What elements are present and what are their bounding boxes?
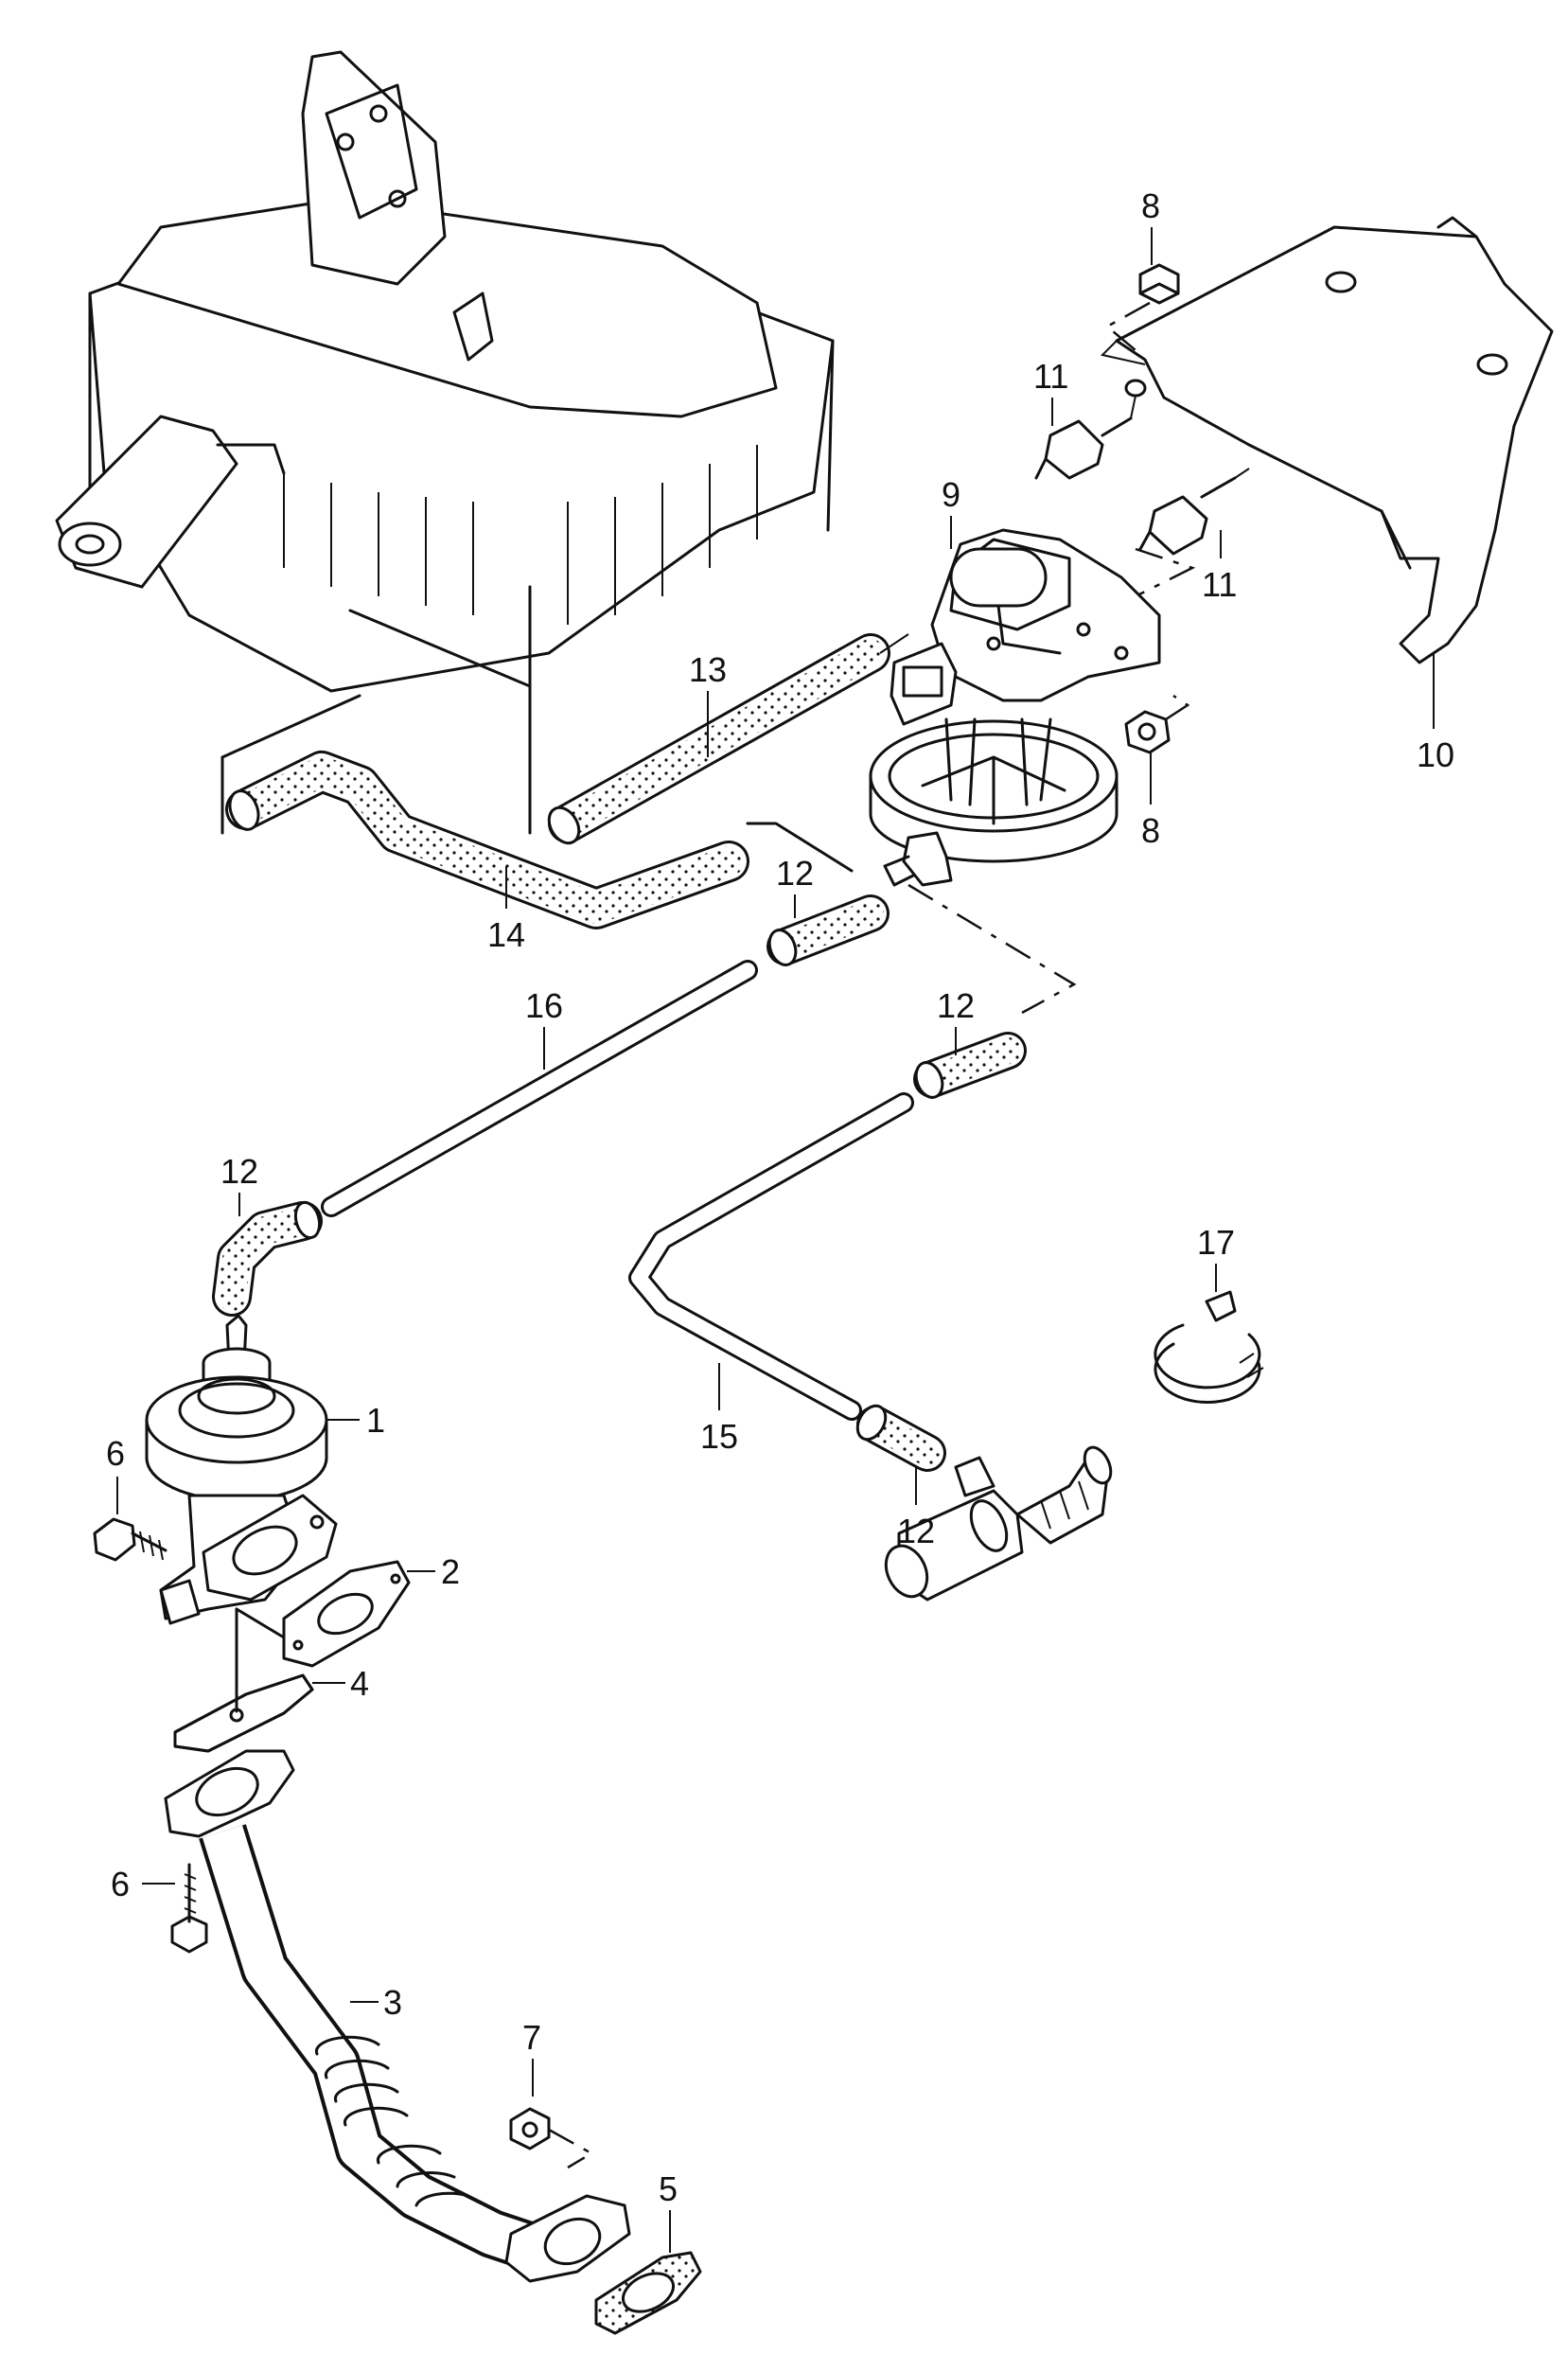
t-piece-connector <box>884 1445 1113 1602</box>
callout-6-top: 6 <box>106 1434 125 1473</box>
mount-alignment-line <box>1116 547 1196 608</box>
gasket-5 <box>594 2251 702 2335</box>
callout-5: 5 <box>659 2169 678 2208</box>
callout-9: 9 <box>942 475 960 514</box>
bolt-6-top <box>93 1517 167 1562</box>
vacuum-line-15 <box>628 1092 914 1421</box>
rubber-mount-11-left <box>1034 379 1147 480</box>
egr-valve <box>145 1314 338 1625</box>
hose-13 <box>547 633 909 845</box>
callout-1: 1 <box>366 1401 385 1440</box>
callout-leaders <box>116 227 1435 2253</box>
callout-2: 2 <box>441 1552 460 1591</box>
callout-13: 13 <box>689 650 727 689</box>
nut-8-top <box>1104 263 1180 351</box>
callout-4: 4 <box>350 1664 369 1703</box>
callout-8-bottom: 8 <box>1141 811 1160 850</box>
hose-clamp <box>1154 1290 1264 1404</box>
hose-12-b <box>913 1032 1027 1099</box>
nut-7 <box>509 2107 594 2169</box>
hose-12-a <box>766 894 890 966</box>
callout-15: 15 <box>700 1417 738 1456</box>
hose-12-d <box>855 1404 946 1472</box>
callout-12-d: 12 <box>897 1512 935 1550</box>
callout-17: 17 <box>1197 1223 1235 1262</box>
callout-12-c: 12 <box>220 1152 258 1191</box>
gasket-2 <box>235 1560 411 1668</box>
callout-12-a: 12 <box>776 854 814 893</box>
hose-12-c <box>212 1200 323 1317</box>
callout-11-left: 11 <box>1033 357 1068 396</box>
callout-16: 16 <box>525 986 563 1025</box>
connection-line-right <box>907 883 1077 1015</box>
callout-11-right: 11 <box>1202 565 1237 604</box>
callout-3: 3 <box>383 1983 402 2022</box>
solenoid-valve <box>869 528 1161 887</box>
vacuum-line-16 <box>321 960 758 1217</box>
callout-7: 7 <box>522 2018 541 2057</box>
callout-6-bottom: 6 <box>111 1865 130 1903</box>
callout-12-b: 12 <box>937 986 975 1025</box>
gasket-4 <box>173 1607 314 1753</box>
bolt-6-bottom <box>170 1863 208 1954</box>
mounting-bracket <box>1101 216 1554 664</box>
hose-14 <box>220 609 854 929</box>
callout-8-top: 8 <box>1141 186 1160 225</box>
nut-8-bottom <box>1124 694 1190 754</box>
callout-10: 10 <box>1417 735 1454 774</box>
egr-pipe <box>164 1749 631 2283</box>
callout-14: 14 <box>487 915 525 954</box>
rubber-mount-11-right <box>1138 468 1250 556</box>
air-filter-housing <box>55 50 835 835</box>
